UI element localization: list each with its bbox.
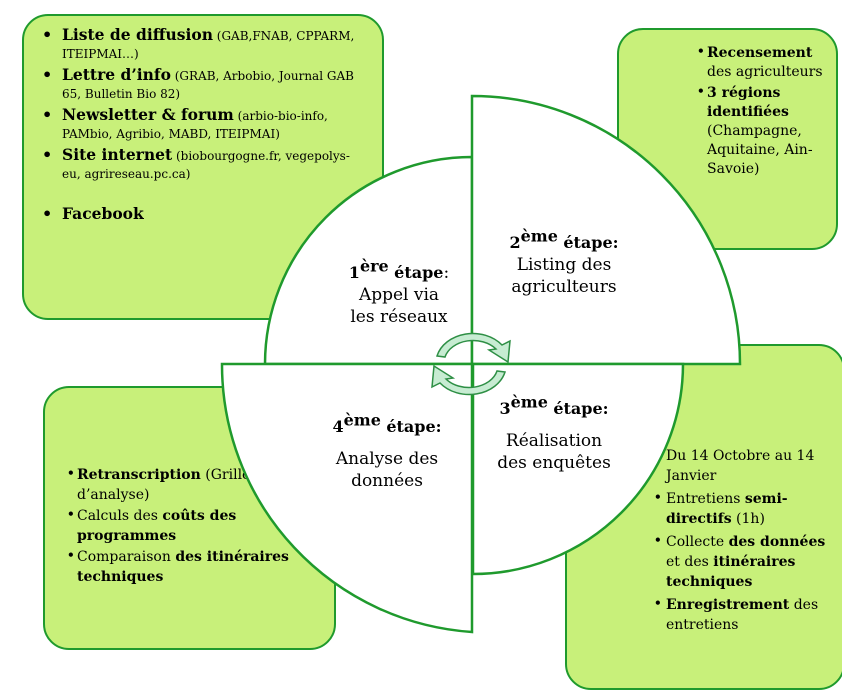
list-item: Facebook: [42, 205, 366, 224]
stage-4-line2: données: [351, 471, 423, 491]
item-bold: des itinéraires techniques: [77, 549, 289, 585]
stage-2-line1: Listing des: [516, 255, 612, 275]
quadrant-step-4: [220, 362, 474, 634]
list-item: Recensement des agriculteurs: [697, 42, 828, 82]
list-item: Site internet (biobourgogne.fr, vegepoly…: [42, 146, 366, 183]
stage-2-heading: 2ème étape:: [509, 226, 619, 252]
list-item: Enregistrement des entretiens: [654, 593, 837, 635]
item-bold: 3 régions identifiées: [707, 85, 789, 120]
list-item: Collecte des données et des itinéraires …: [654, 530, 837, 592]
item-text: Calculs des: [77, 508, 163, 524]
item-bold: itinéraires techniques: [666, 554, 796, 590]
quadrant-step-1: [263, 155, 474, 366]
quadrant-step-3: [471, 362, 685, 576]
stage-3-label: 3ème étape: Réalisation des enquêtes: [476, 392, 632, 474]
quadrant-step-2: [470, 94, 742, 366]
stage-1-label: 1ère étape: Appel via les réseaux: [328, 256, 470, 328]
list-item: Entretiens semi-directifs (1h): [654, 487, 837, 529]
stage-4-heading: 4ème étape:: [332, 410, 442, 436]
item-bold: Site internet: [62, 145, 173, 164]
item-bold: des données: [728, 534, 826, 550]
item-text: (1h): [731, 511, 765, 527]
stage-3-heading: 3ème étape:: [499, 392, 609, 418]
cycle-arrows-icon: [431, 332, 511, 396]
item-bold: Newsletter & forum: [62, 105, 234, 124]
item-text: des agriculteurs: [707, 64, 823, 80]
item-text: Comparaison: [77, 549, 176, 565]
item-bold: Liste de diffusion: [62, 25, 213, 44]
item-text: Collecte: [666, 534, 729, 550]
list-item: Newsletter & forum (arbio-bio-info, PAMb…: [42, 106, 366, 143]
item-text: (GRAB, Arbobio, Journal GAB 65, Bulletin…: [62, 69, 354, 101]
channels-box: Liste de diffusion (GAB,FNAB, CPPARM, IT…: [22, 14, 384, 320]
stage-4-label: 4ème étape: Analyse des données: [316, 410, 458, 492]
item-text: des entretiens: [666, 597, 819, 633]
list-item: Liste de diffusion (GAB,FNAB, CPPARM, IT…: [42, 26, 366, 63]
stage-1-line1: Appel via: [358, 285, 440, 305]
stage-2-label: 2ème étape: Listing des agriculteurs: [486, 226, 642, 298]
item-bold: semi-directifs: [666, 491, 788, 527]
item-text: Entretiens: [666, 491, 745, 507]
stage-2-line2: agriculteurs: [511, 277, 617, 297]
item-text: (GAB,FNAB, CPPARM, ITEIPMAI…): [62, 29, 355, 61]
list-item: Lettre d’info (GRAB, Arbobio, Journal GA…: [42, 66, 366, 103]
item-text: (arbio-bio-info, PAMbio, Agribio, MABD, …: [62, 109, 328, 141]
item-bold: Lettre d’info: [62, 65, 171, 84]
item-bold: coûts des programmes: [77, 508, 237, 544]
stage-3-line1: Réalisation: [505, 431, 603, 451]
item-bold: Recensement: [707, 45, 813, 61]
item-text: (Champagne, Aquitaine, Ain-Savoie): [707, 123, 813, 177]
item-bold: Facebook: [62, 204, 144, 223]
item-text: Du 14 Octobre au 14 Janvier: [666, 448, 815, 484]
stage-1-line2: les réseaux: [350, 307, 448, 327]
list-item: Comparaison des itinéraires techniques: [67, 546, 324, 587]
item-bold: Enregistrement: [666, 597, 790, 613]
list-item: Calculs des coûts des programmes: [67, 505, 324, 546]
item-text: (biobourgogne.fr, vegepolys-eu, agrirese…: [62, 149, 350, 181]
stage-4-line1: Analyse des: [335, 449, 439, 469]
item-bold: Retranscription: [77, 467, 201, 483]
item-text: et des: [666, 554, 714, 570]
item-text: (Grille d’analyse): [77, 467, 251, 503]
list-item: Retranscription (Grille d’analyse): [67, 464, 324, 505]
stage-3-line2: des enquêtes: [497, 453, 611, 473]
stage-1-heading: 1ère étape:: [348, 256, 450, 283]
list-item: 3 régions identifiées (Champagne, Aquita…: [697, 82, 828, 179]
